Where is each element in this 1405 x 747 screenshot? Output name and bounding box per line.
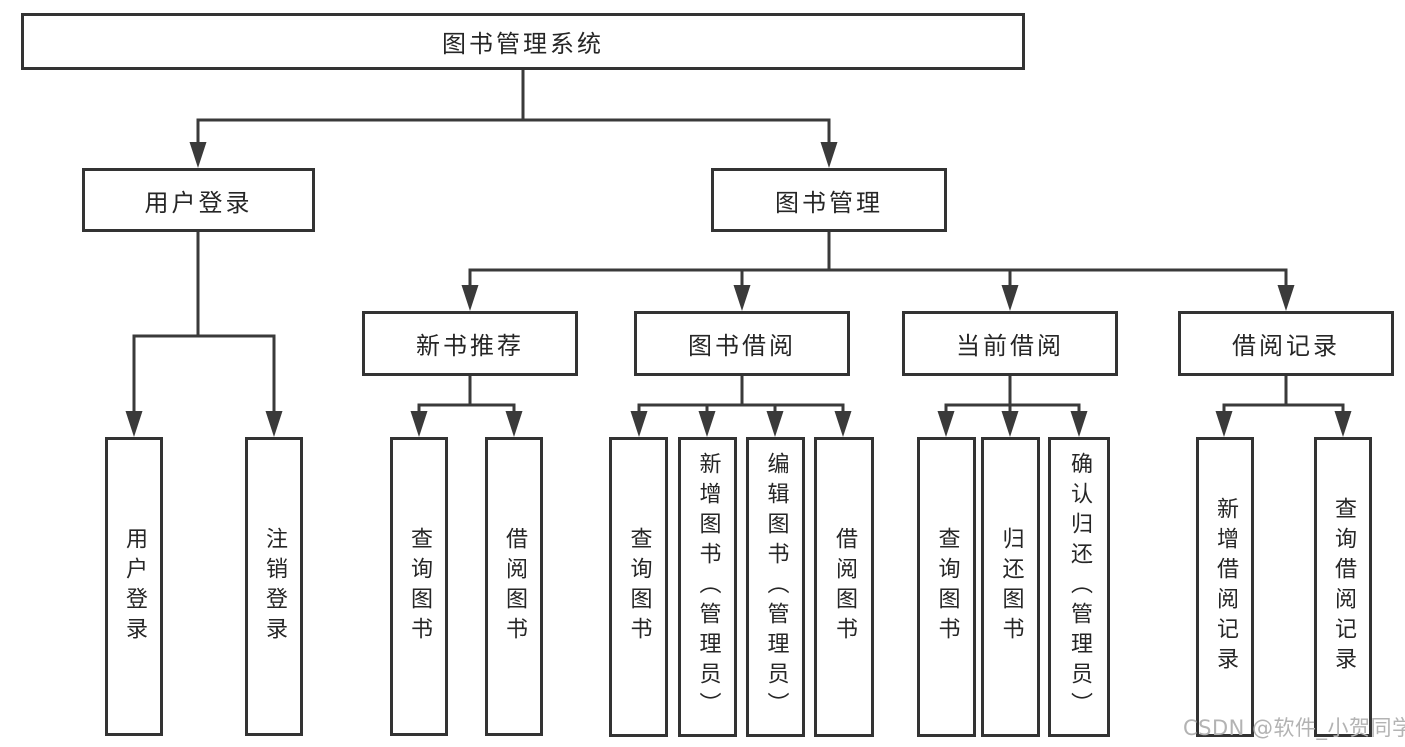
leaf-records-add: 新增借阅记录 [1196, 437, 1254, 737]
node-book-management: 图书管理 [711, 168, 947, 232]
arrow-icon [1215, 411, 1233, 437]
arrow-icon [461, 285, 479, 311]
leaf-label: 用户登录 [122, 526, 147, 647]
arrow-icon [1070, 411, 1088, 437]
leaf-label: 新增借阅记录 [1213, 497, 1238, 677]
node-root-system: 图书管理系统 [21, 13, 1025, 70]
node-book-borrow: 图书借阅 [634, 311, 850, 376]
node-user-login: 用户登录 [82, 168, 315, 232]
node-current-borrow: 当前借阅 [902, 311, 1118, 376]
leaf-current-confirm-return-admin: 确认归还（管理员） [1048, 437, 1110, 737]
arrow-icon [1001, 411, 1019, 437]
node-borrow-records: 借阅记录 [1178, 311, 1394, 376]
connector-borrowrecords-to-children [1222, 376, 1345, 420]
leaf-label: 查询图书 [934, 527, 960, 647]
leaf-borrow-book: 借阅图书 [814, 437, 874, 737]
leaf-newbooks-borrow: 借阅图书 [485, 437, 543, 736]
arrow-icon [505, 411, 523, 437]
connector-userlogin-to-children [132, 232, 276, 419]
connector-root-to-level2 [196, 70, 831, 148]
leaf-records-query: 查询借阅记录 [1314, 437, 1372, 737]
leaf-label: 确认归还（管理员） [1067, 452, 1092, 722]
arrow-icon [410, 411, 428, 437]
leaf-borrow-add-admin: 新增图书（管理员） [678, 437, 737, 737]
leaf-logout: 注销登录 [245, 437, 303, 736]
leaf-borrow-edit-admin: 编辑图书（管理员） [746, 437, 805, 737]
leaf-label: 新增图书（管理员） [695, 452, 721, 722]
connector-bookmgmt-to-level3 [468, 232, 1288, 293]
arrow-icon [630, 411, 648, 437]
arrow-icon [834, 411, 852, 437]
arrow-icon [733, 285, 751, 311]
arrow-icon [766, 411, 784, 437]
leaf-user-login: 用户登录 [105, 437, 163, 736]
leaf-label: 查询图书 [626, 527, 652, 647]
leaf-label: 借阅图书 [502, 526, 527, 647]
arrow-icon [125, 411, 143, 437]
leaf-newbooks-query: 查询图书 [390, 437, 448, 736]
arrow-icon [1001, 285, 1019, 311]
connector-newbooks-to-children [417, 376, 516, 420]
leaf-label: 查询借阅记录 [1331, 497, 1356, 677]
arrow-icon [265, 411, 283, 437]
leaf-label: 归还图书 [998, 527, 1024, 647]
connector-currentborrow-to-children [944, 376, 1081, 420]
csdn-watermark: CSDN @软件_小贺同学 [1183, 716, 1405, 740]
leaf-current-query: 查询图书 [917, 437, 976, 737]
arrow-icon [1277, 285, 1295, 311]
leaf-current-return: 归还图书 [981, 437, 1040, 737]
node-new-book-recommend: 新书推荐 [362, 311, 578, 376]
leaf-label: 注销登录 [262, 526, 287, 647]
arrow-icon [1334, 411, 1352, 437]
arrow-icon [937, 411, 955, 437]
connector-bookborrow-to-children [637, 376, 845, 420]
leaf-borrow-query: 查询图书 [609, 437, 668, 737]
arrow-icon [189, 142, 207, 168]
leaf-label: 借阅图书 [832, 527, 857, 647]
arrow-icon [820, 142, 838, 168]
leaf-label: 查询图书 [407, 526, 432, 647]
leaf-label: 编辑图书（管理员） [763, 452, 789, 722]
arrow-icon [698, 411, 716, 437]
